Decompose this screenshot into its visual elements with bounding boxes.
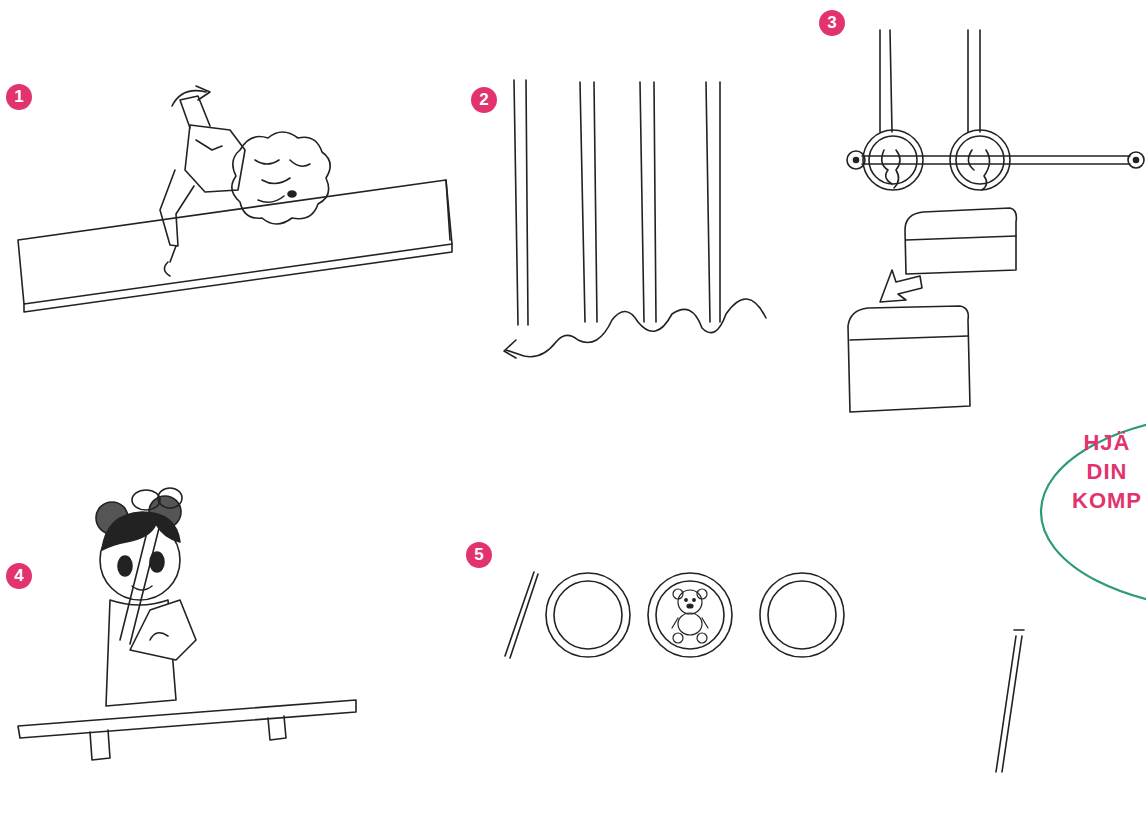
callout-number: 2 xyxy=(471,87,497,113)
bench-child xyxy=(18,488,356,760)
bear-icon xyxy=(672,589,708,643)
badge-oval xyxy=(1041,414,1146,610)
ropes-weave xyxy=(504,80,766,358)
callout-number: 4 xyxy=(6,563,32,589)
callout-number: 1 xyxy=(6,84,32,110)
mat-roll xyxy=(18,86,452,312)
badge-text: HJÄ DIN KOMP xyxy=(1068,428,1146,515)
rings-boxes xyxy=(847,30,1144,412)
callout-number: 3 xyxy=(819,10,845,36)
sticks-hoops xyxy=(505,572,1024,772)
callout-number: 5 xyxy=(466,542,492,568)
badge-node: HJÄ DIN KOMP xyxy=(1040,414,1146,610)
